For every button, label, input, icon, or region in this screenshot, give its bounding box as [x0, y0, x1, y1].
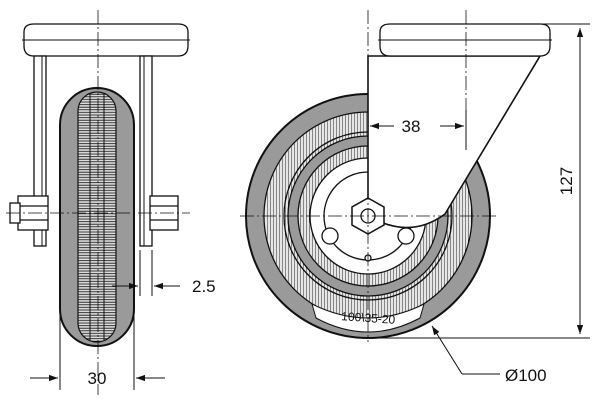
rim-hole-right	[397, 227, 415, 245]
rim-hole-left	[321, 227, 339, 245]
wheel-marking: 100\35-20	[341, 309, 396, 327]
dim-overall-height	[372, 23, 590, 339]
dim-tire-width	[30, 300, 165, 390]
dim-diameter-leader	[431, 325, 500, 375]
tire-label-panel	[311, 303, 425, 333]
dim-axle-gap	[112, 250, 180, 296]
side-fork-right	[139, 55, 153, 247]
dim-overall-height-label: 127	[557, 167, 576, 195]
dim-offset	[367, 110, 467, 150]
side-view	[6, 10, 190, 395]
side-tread	[77, 91, 117, 343]
front-view	[240, 10, 552, 342]
dim-tire-width-label: 30	[88, 369, 107, 388]
dim-offset-label: 38	[402, 117, 421, 136]
dim-diameter-label: Ø100	[505, 366, 547, 385]
dim-axle-gap-label: 2.5	[192, 277, 216, 296]
